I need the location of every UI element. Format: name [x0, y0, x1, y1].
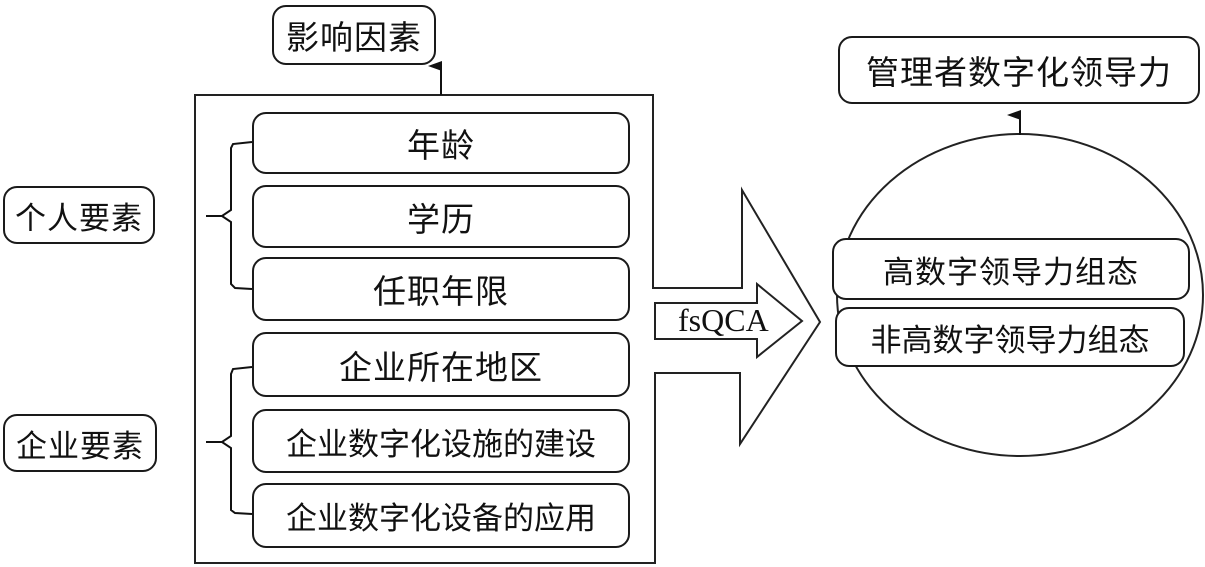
factor-item-region: 企业所在地区: [252, 332, 630, 397]
configuration-label: 高数字领导力组态: [883, 254, 1139, 291]
factor-item-education: 学历: [252, 185, 630, 248]
factors-container-arrow-outline: [194, 94, 822, 564]
configuration-label: 非高数字领导力组态: [870, 322, 1150, 359]
factor-item-label: 企业数字化设备的应用: [286, 501, 596, 537]
factor-item-label: 学历: [407, 199, 475, 239]
factor-item-age: 年龄: [252, 112, 630, 174]
high-leadership-configuration-box: 高数字领导力组态: [832, 238, 1190, 300]
enterprise-brace: [206, 366, 253, 515]
factor-item-digital-equipment: 企业数字化设备的应用: [252, 483, 630, 548]
personal-factors-label: 个人要素: [15, 200, 143, 237]
outcome-box: 管理者数字化领导力: [838, 36, 1200, 104]
non-high-leadership-configuration-box: 非高数字领导力组态: [835, 307, 1185, 367]
enterprise-factors-box: 企业要素: [3, 414, 157, 472]
factor-item-tenure: 任职年限: [252, 257, 630, 321]
factor-item-label: 年龄: [407, 126, 475, 165]
factor-item-label: 企业数字化设施的建设: [286, 426, 596, 463]
factor-item-digital-infrastructure: 企业数字化设施的建设: [252, 409, 630, 473]
personal-brace: [206, 141, 253, 290]
fsqca-arrow-shape: [654, 281, 804, 360]
factor-item-label: 任职年限: [373, 272, 509, 311]
personal-factors-box: 个人要素: [3, 186, 155, 244]
enterprise-factors-label: 企业要素: [16, 428, 144, 465]
factor-item-label: 企业所在地区: [339, 347, 543, 387]
influence-factors-label: 影响因素: [286, 18, 422, 57]
influence-factors-box: 影响因素: [272, 5, 436, 65]
fsqca-label: fsQCA: [678, 302, 769, 338]
outcome-label: 管理者数字化领导力: [866, 53, 1172, 92]
